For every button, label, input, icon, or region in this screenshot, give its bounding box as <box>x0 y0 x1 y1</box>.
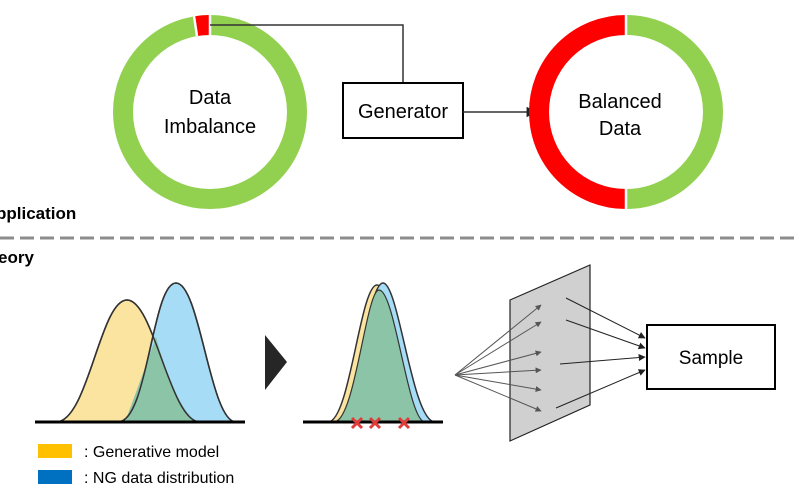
legend: : Generative model : NG data distributio… <box>38 444 234 487</box>
legend-swatch-ng <box>38 470 72 484</box>
theory-section-label: eory <box>0 248 34 267</box>
x-mark-icon <box>350 416 364 430</box>
sample-box: Sample <box>646 324 776 390</box>
ring-majority-segment <box>625 15 723 209</box>
ring-minority-segment <box>193 14 211 37</box>
distribution-plot-after <box>303 282 443 430</box>
overlap-region <box>333 289 426 423</box>
left-ring-label-line2: Imbalance <box>164 116 256 138</box>
x-mark-icon <box>397 416 411 430</box>
transition-arrow-icon <box>265 335 287 390</box>
right-ring-label-line1: Balanced <box>578 91 661 113</box>
ring-majority-segment <box>113 15 307 209</box>
connector-line <box>210 24 404 83</box>
legend-swatch-generative <box>38 444 72 458</box>
ring-minority-segment <box>529 15 627 209</box>
latent-plane <box>509 264 591 442</box>
x-mark-icon <box>368 416 382 430</box>
legend-label-ng: : NG data distribution <box>84 470 234 487</box>
sample-arrows <box>555 297 646 409</box>
generator-box: Generator <box>342 82 464 139</box>
legend-label-generative: : Generative model <box>84 444 219 461</box>
left-ring-label-line1: Data <box>189 87 232 109</box>
right-ring-label-line2: Data <box>599 118 642 140</box>
generator-label: Generator <box>358 101 448 123</box>
projection-arrows <box>454 304 542 412</box>
data-imbalance-ring: Data Imbalance <box>113 14 307 209</box>
distribution-plot-before <box>35 282 245 424</box>
sample-markers <box>350 416 411 430</box>
sample-label: Sample <box>679 348 743 369</box>
balanced-data-ring: Balanced Data <box>529 14 723 210</box>
application-section-label: pplication <box>0 204 76 223</box>
